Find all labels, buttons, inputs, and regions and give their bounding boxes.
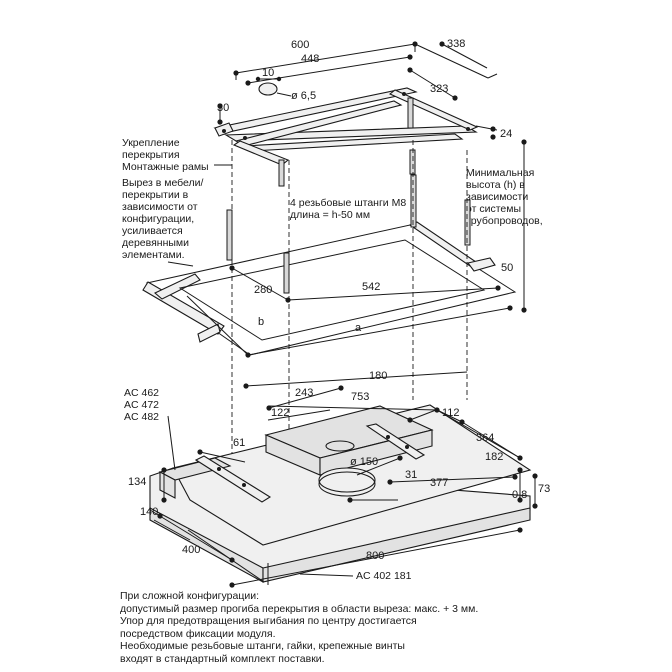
note-line: входят в стандартный комплект поставки. — [120, 652, 325, 665]
dim-10: 10 — [262, 67, 274, 79]
dim-323: 323 — [430, 83, 448, 95]
leader-line — [167, 261, 194, 267]
notes-block: При сложной конфигурации: допустимый раз… — [120, 590, 665, 666]
dim-280: 280 — [254, 284, 272, 296]
dim-140: 140 — [140, 506, 158, 518]
dim-61: 61 — [233, 437, 245, 449]
dim-400: 400 — [182, 544, 200, 556]
label-threaded-rods: 4 резьбовые штанги M8 длина = h-50 мм — [290, 197, 409, 221]
label-ceiling-reinforcement: Укрепление перекрытия Монтажные рамы — [122, 137, 209, 173]
dim-182: 182 — [485, 451, 503, 463]
dim-31: 31 — [405, 469, 417, 481]
mounting-frame — [213, 41, 498, 187]
dim-364: 364 — [476, 432, 494, 444]
dim-112: 112 — [442, 407, 460, 419]
dim-448: 448 — [301, 53, 319, 65]
leader-line — [167, 415, 176, 471]
label-min-height: Минимальная высота (h) в зависимости от … — [466, 167, 543, 227]
note-line: При сложной конфигурации: — [120, 590, 259, 602]
dim-73: 73 — [538, 483, 550, 495]
dim-hole-diameter: ø 6,5 — [291, 90, 316, 102]
label-models: AC 462 AC 472 AC 482 — [124, 387, 162, 423]
dim-0-8: 0,8 — [512, 489, 527, 501]
dim-800: 800 — [366, 550, 384, 562]
dim-753: 753 — [351, 391, 369, 403]
dim-377: 377 — [430, 477, 448, 489]
dim-b: b — [258, 316, 264, 328]
label-cutout: Вырез в мебели/ перекрытии в зависимости… — [122, 177, 206, 261]
note-line: допустимый размер прогиба перекрытия в о… — [120, 602, 479, 615]
dim-24: 24 — [500, 128, 512, 140]
note-line: Упор для предотвращения выгибания по цен… — [120, 615, 417, 628]
hood-unit — [149, 371, 538, 588]
dim-180: 180 — [369, 370, 387, 382]
dim-30: 30 — [217, 102, 229, 114]
dim-542: 542 — [362, 281, 380, 293]
dim-134: 134 — [128, 476, 146, 488]
dim-600: 600 — [291, 39, 309, 51]
dim-50: 50 — [501, 262, 513, 274]
note-line: посредством фиксации модуля. — [120, 627, 276, 640]
dim-fan-diameter: ø 150 — [350, 456, 378, 468]
dim-338: 338 — [447, 38, 465, 50]
leader-line — [299, 573, 354, 577]
label-bottom-model: AC 402 181 — [356, 570, 412, 582]
dim-122: 122 — [271, 407, 289, 419]
cutout-panel — [142, 174, 517, 358]
dim-a: a — [355, 322, 362, 334]
note-line: Необходимые резьбовые штанги, гайки, кре… — [120, 640, 405, 653]
dim-243: 243 — [295, 387, 313, 399]
